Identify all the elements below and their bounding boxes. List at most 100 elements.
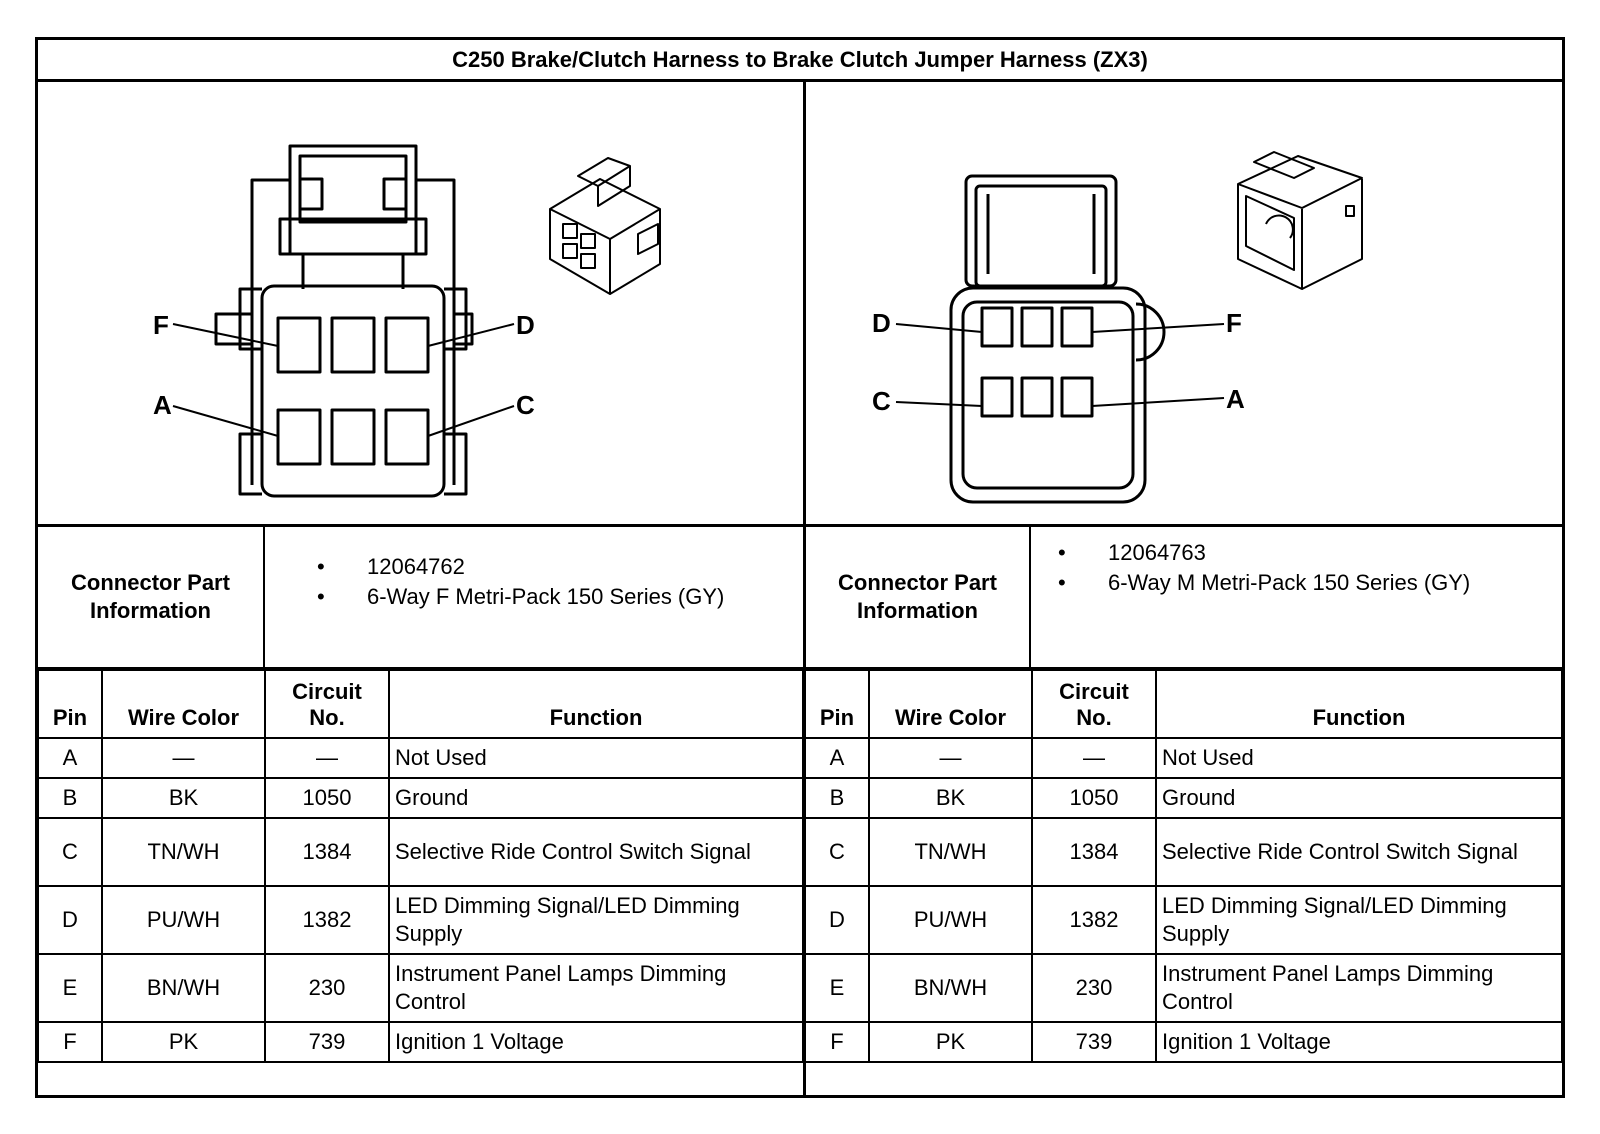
- function-cell: Not Used: [388, 737, 804, 779]
- center-divider: [803, 82, 806, 1095]
- header-circuit-line2: No.: [309, 705, 345, 730]
- function-cell: Selective Ride Control Switch Signal: [388, 817, 804, 887]
- pin-label-f: F: [153, 310, 169, 340]
- table-row: A——Not Used: [37, 737, 804, 779]
- function-cell: Not Used: [1155, 737, 1563, 779]
- connector-diagram-male: D F C A: [872, 151, 1363, 504]
- part-info-list-right: 12064763 6-Way M Metri-Pack 150 Series (…: [1058, 538, 1518, 598]
- wire-color-cell: PK: [868, 1021, 1033, 1063]
- pin-cell: B: [37, 777, 103, 819]
- circuit-cell: 230: [1031, 953, 1157, 1023]
- part-info-list-left: 12064762 6-Way F Metri-Pack 150 Series (…: [317, 552, 797, 612]
- function-cell: Instrument Panel Lamps Dimming Control: [388, 953, 804, 1023]
- pin-cell: E: [37, 953, 103, 1023]
- header-circuit-line1: Circuit: [292, 679, 362, 704]
- circuit-cell: 1382: [1031, 885, 1157, 955]
- pin-label-a: A: [153, 390, 172, 420]
- pin-cell: B: [804, 777, 870, 819]
- connector-3d-view-male: [1237, 151, 1363, 290]
- pin-cell: C: [804, 817, 870, 887]
- circuit-cell: 739: [1031, 1021, 1157, 1063]
- connector-diagram-female: F D A C: [153, 144, 661, 498]
- partinfo-divider-right: [1029, 527, 1031, 667]
- circuit-cell: 230: [264, 953, 390, 1023]
- circuit-cell: —: [1031, 737, 1157, 779]
- pin-cell: D: [804, 885, 870, 955]
- pin-cell: E: [804, 953, 870, 1023]
- pin-label-f: F: [1226, 308, 1242, 338]
- wire-color-cell: BK: [868, 777, 1033, 819]
- wire-color-cell: BN/WH: [101, 953, 266, 1023]
- header-pin: Pin: [804, 669, 870, 739]
- pin-label-c: C: [516, 390, 535, 420]
- pin-label-d: D: [872, 308, 891, 338]
- part-info-heading-left: Connector Part Information: [71, 570, 230, 623]
- wire-color-cell: TN/WH: [868, 817, 1033, 887]
- circuit-cell: 1050: [1031, 777, 1157, 819]
- part-number: 12064762: [317, 552, 797, 582]
- function-cell: Selective Ride Control Switch Signal: [1155, 817, 1563, 887]
- header-wire-color: Wire Color: [101, 669, 266, 739]
- wire-color-cell: —: [101, 737, 266, 779]
- wire-color-cell: BK: [101, 777, 266, 819]
- diagram-bottom-line: [38, 524, 1562, 527]
- function-cell: Ground: [388, 777, 804, 819]
- pin-cell: D: [37, 885, 103, 955]
- connector-3d-view-female: [549, 157, 661, 295]
- function-cell: Ignition 1 Voltage: [1155, 1021, 1563, 1063]
- wire-color-cell: BN/WH: [868, 953, 1033, 1023]
- partinfo-bottom-line: [38, 667, 1562, 670]
- function-cell: Instrument Panel Lamps Dimming Control: [1155, 953, 1563, 1023]
- partinfo-divider-left: [263, 527, 265, 667]
- header-circuit-line2: No.: [1076, 705, 1112, 730]
- wire-color-cell: PU/WH: [868, 885, 1033, 955]
- wire-color-cell: —: [868, 737, 1033, 779]
- part-description: 6-Way F Metri-Pack 150 Series (GY): [317, 582, 797, 612]
- header-function: Function: [388, 669, 804, 739]
- wire-color-cell: PK: [101, 1021, 266, 1063]
- circuit-cell: 1050: [264, 777, 390, 819]
- wire-color-cell: TN/WH: [101, 817, 266, 887]
- wire-color-cell: PU/WH: [101, 885, 266, 955]
- header-function: Function: [1155, 669, 1563, 739]
- header-pin: Pin: [37, 669, 103, 739]
- circuit-cell: 739: [264, 1021, 390, 1063]
- table-row: A——Not Used: [804, 737, 1563, 779]
- circuit-cell: 1384: [1031, 817, 1157, 887]
- header-wire-color: Wire Color: [868, 669, 1033, 739]
- function-cell: Ground: [1155, 777, 1563, 819]
- pin-label-d: D: [516, 310, 535, 340]
- header-circuit-line1: Circuit: [1059, 679, 1129, 704]
- circuit-cell: 1384: [264, 817, 390, 887]
- pin-cell: A: [804, 737, 870, 779]
- function-cell: LED Dimming Signal/LED Dimming Supply: [1155, 885, 1563, 955]
- page-title: C250 Brake/Clutch Harness to Brake Clutc…: [38, 40, 1562, 82]
- function-cell: LED Dimming Signal/LED Dimming Supply: [388, 885, 804, 955]
- pin-label-a: A: [1226, 384, 1245, 414]
- part-description: 6-Way M Metri-Pack 150 Series (GY): [1058, 568, 1518, 598]
- pin-label-c: C: [872, 386, 891, 416]
- part-number: 12064763: [1058, 538, 1518, 568]
- connector-sheet: C250 Brake/Clutch Harness to Brake Clutc…: [35, 37, 1565, 1098]
- pin-cell: F: [37, 1021, 103, 1063]
- circuit-cell: 1382: [264, 885, 390, 955]
- function-cell: Ignition 1 Voltage: [388, 1021, 804, 1063]
- pin-cell: C: [37, 817, 103, 887]
- pin-cell: A: [37, 737, 103, 779]
